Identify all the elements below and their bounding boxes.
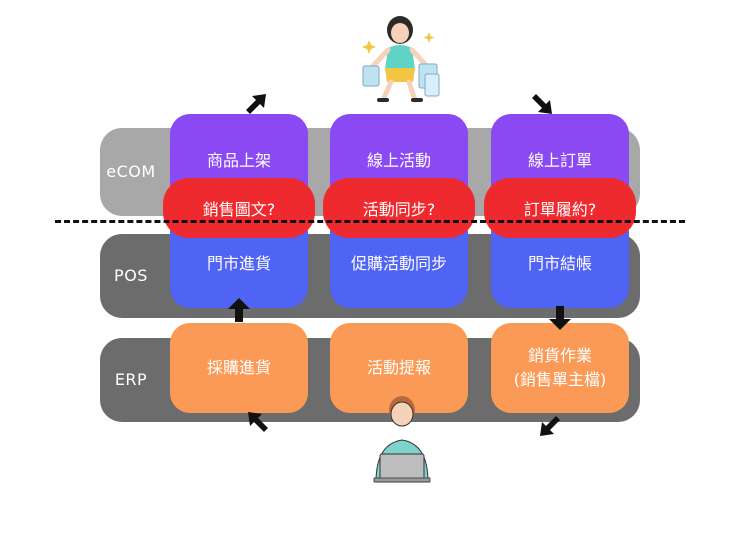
shopper-illustration [362, 16, 440, 103]
question-pill-order-fulfillment: 訂單履約? [484, 178, 636, 238]
pos-layer-label: POS [114, 266, 148, 285]
arrow-into-erp-icon [248, 412, 268, 432]
erp-layer-label: ERP [114, 370, 148, 389]
arrow-from-shopper-icon [532, 94, 552, 114]
laptop-worker-illustration [373, 396, 431, 483]
arrow-up-to-pos-icon [228, 298, 250, 322]
arrow-to-shopper-icon [246, 94, 266, 114]
erp-box-sales-operation: 銷貨作業 (銷售單主檔) [491, 323, 629, 413]
question-pill-campaign-sync: 活動同步? [323, 178, 475, 238]
question-pill-sales-content: 銷售圖文? [163, 178, 315, 238]
arrow-down-to-erp-icon [549, 306, 571, 330]
erp-box-purchasing: 採購進貨 [170, 323, 308, 413]
online-offline-divider [55, 220, 685, 223]
arrow-out-of-erp-icon [540, 416, 560, 436]
ecom-layer-label: eCOM [106, 162, 156, 181]
